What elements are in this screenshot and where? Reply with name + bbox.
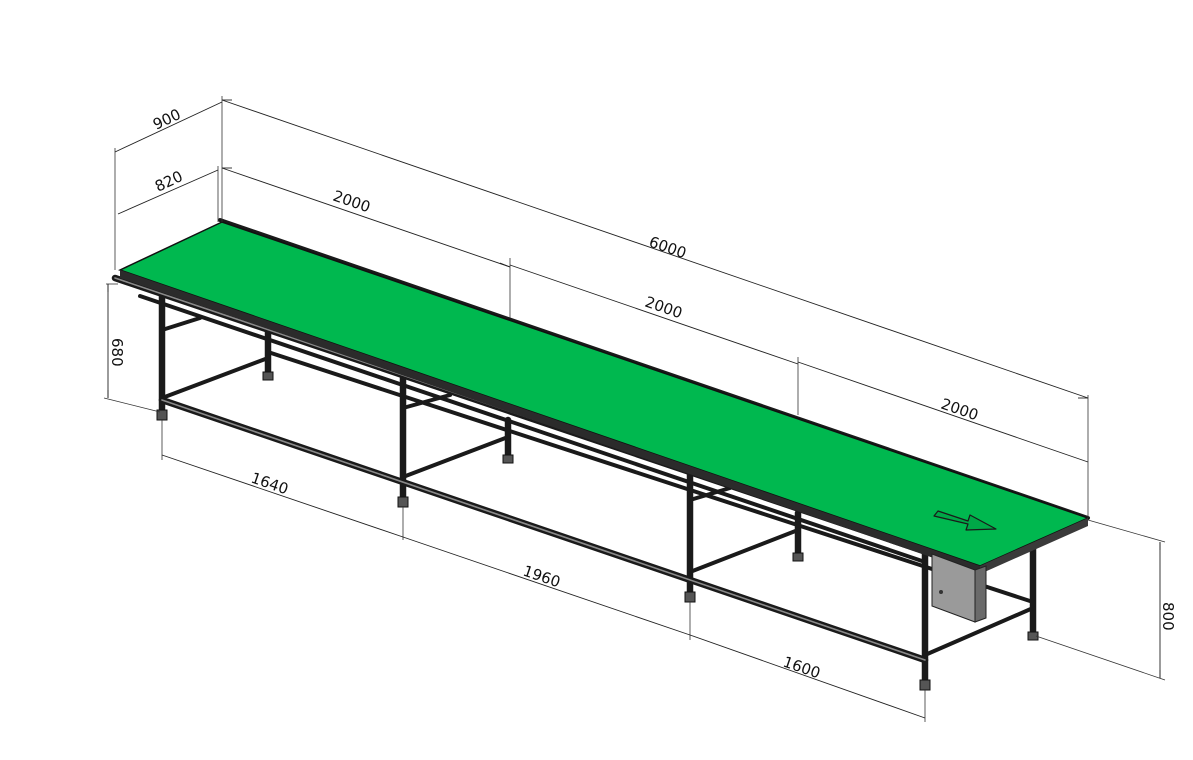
drive-motor-box	[931, 553, 987, 623]
dim-leg-span-1: 1640	[249, 469, 291, 498]
leveling-feet	[156, 371, 1039, 691]
dim-leg-span-3: 1600	[781, 653, 823, 682]
dim-height-outfeed: 800	[1159, 602, 1177, 631]
dimension-lines	[103, 96, 1166, 722]
dim-outer-width: 900	[150, 105, 184, 133]
belt-edge	[120, 270, 980, 574]
dim-leg-span-2: 1960	[521, 562, 563, 591]
dim-overall-length: 6000	[647, 233, 689, 262]
direction-arrow-icon	[933, 510, 997, 531]
conveyor-frame	[111, 218, 1090, 684]
dim-height-infeed: 680	[108, 338, 126, 367]
dim-segment-1: 2000	[331, 187, 373, 216]
belt-end-roller	[980, 518, 1088, 574]
dim-segment-3: 2000	[939, 395, 981, 424]
